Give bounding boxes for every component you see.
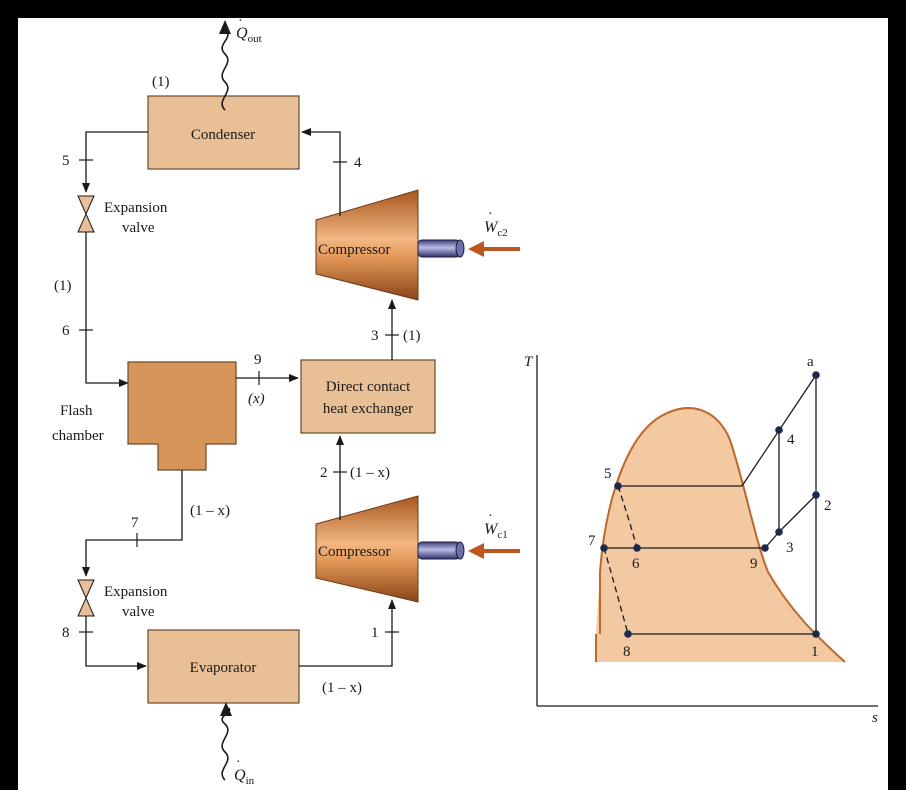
state-3-flow-label: (1): [403, 328, 421, 344]
state-6-label: 6: [62, 323, 70, 339]
upper-valve-label-1: Expansion: [104, 200, 168, 216]
q-out-wavy-arrow: [219, 20, 231, 111]
q-in-wavy-arrow: [220, 702, 232, 781]
point-8: [624, 630, 632, 638]
state-1-label: 1: [371, 625, 379, 641]
low-shaft-end: [455, 541, 465, 560]
condenser-flow-label: (1): [152, 74, 170, 90]
refrigeration-diagram: Condenser (1) Qout · 5 Expansion valve (…: [52, 18, 878, 787]
lower-expansion-valve-icon: [77, 579, 95, 617]
upper-valve-label-2: valve: [122, 220, 155, 236]
w-c2-dot: ·: [488, 207, 493, 222]
w-c2-arrow: [468, 241, 520, 257]
high-stage-compressor-body: [315, 189, 419, 301]
state-2-flow-label: (1 – x): [350, 465, 390, 481]
q-in-label: Qin: [234, 767, 255, 787]
condenser-label: Condenser: [191, 127, 255, 143]
throttle-5-6: [617, 485, 638, 549]
flash-chamber-label-2: chamber: [52, 428, 104, 444]
point-5: [614, 482, 622, 490]
t-axis-label: T: [524, 354, 534, 370]
evap-flow-label: (1 – x): [322, 680, 362, 696]
w-c2-label: Wc2: [484, 219, 508, 239]
w-c1-dot: ·: [488, 509, 493, 524]
q-out-label: Qout: [236, 25, 262, 45]
state-8-label: 8: [62, 625, 70, 641]
w-c1-label: Wc1: [484, 521, 508, 541]
ts-label-2: 2: [824, 498, 832, 514]
low-stage-compressor-body: [315, 495, 419, 603]
saturation-dome: [596, 408, 845, 662]
ts-label-1: 1: [811, 644, 819, 660]
high-compressor-label: Compressor: [318, 242, 391, 258]
ts-label-5: 5: [604, 466, 612, 482]
w-c1-arrow: [468, 543, 520, 559]
hx-label-2: heat exchanger: [323, 401, 413, 417]
ts-diagram: T s a 4 2 3 5 7 6 9: [524, 354, 878, 726]
state-4-label: 4: [354, 155, 362, 171]
state-9-flow-label: (x): [248, 391, 265, 407]
high-compressor-shaft: [417, 239, 461, 258]
ts-label-4: 4: [787, 432, 795, 448]
lower-valve-label-2: valve: [122, 604, 155, 620]
line-2-3: [778, 494, 817, 533]
ts-label-7: 7: [588, 533, 596, 549]
evaporator-box: [147, 629, 300, 704]
evaporator-label: Evaporator: [190, 660, 257, 676]
valve-flow-label: (1): [54, 278, 72, 294]
q-in-dot: ·: [236, 755, 241, 770]
low-compressor-label: Compressor: [318, 544, 391, 560]
flash-chamber-label-1: Flash: [60, 403, 93, 419]
heat-exchanger-box: [300, 359, 436, 434]
s-axis-label: s: [872, 710, 878, 726]
low-compressor-shaft: [417, 541, 461, 560]
point-1: [812, 630, 820, 638]
state-5-label: 5: [62, 153, 70, 169]
hx-label-1: Direct contact: [326, 379, 411, 395]
line-valve-to-evaporator: [85, 616, 147, 670]
point-2: [812, 491, 820, 499]
line-valve-to-flash: [85, 232, 129, 387]
point-a: [812, 371, 820, 379]
ts-label-6: 6: [632, 556, 640, 572]
ts-label-a: a: [807, 354, 814, 370]
line-compressor-to-condenser: [301, 128, 341, 216]
state-3-label: 3: [371, 328, 379, 344]
point-6: [633, 544, 641, 552]
state-9-label: 9: [254, 352, 262, 368]
line-condenser-to-valve: [82, 131, 148, 193]
state-7-label: 7: [131, 515, 139, 531]
flash-chamber-shape: [127, 361, 237, 471]
ts-label-9: 9: [750, 556, 758, 572]
lower-valve-label-1: Expansion: [104, 584, 168, 600]
state-2-label: 2: [320, 465, 328, 481]
line-flash-to-lower-valve: [82, 470, 183, 577]
q-out-dot: ·: [238, 18, 243, 29]
throttle-7-8: [603, 547, 629, 635]
high-shaft-end: [455, 239, 465, 258]
ts-label-3: 3: [786, 540, 794, 556]
diagram-page: Condenser (1) Qout · 5 Expansion valve (…: [18, 18, 888, 790]
flash-bottom-flow-label: (1 – x): [190, 503, 230, 519]
line-evaporator-to-compressor: [299, 599, 396, 667]
ts-label-8: 8: [623, 644, 631, 660]
point-7: [600, 544, 608, 552]
point-3: [775, 528, 783, 536]
upper-expansion-valve-icon: [77, 195, 95, 233]
point-4: [775, 426, 783, 434]
saturation-dome-curve: [599, 407, 846, 663]
point-9: [761, 544, 769, 552]
